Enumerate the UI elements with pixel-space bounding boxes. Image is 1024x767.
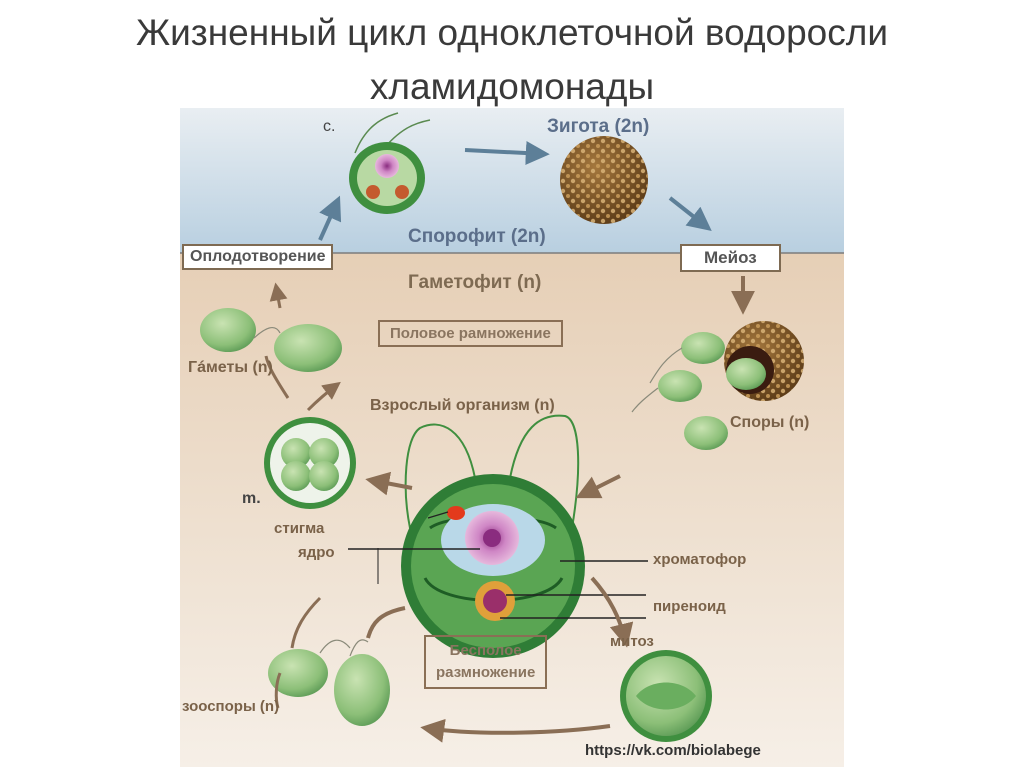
label-nucleus: ядро: [298, 544, 335, 561]
label-stigma: стигма: [274, 520, 324, 537]
mitosis-cell: [620, 650, 712, 742]
label-sexual-reproduction: Половое рамножение: [378, 320, 563, 347]
label-adult-organism: Взрослый организм (n): [370, 397, 555, 415]
life-cycle-diagram: с. Зигота (2n) Спорофит (2n) Оплодотворе…: [180, 108, 844, 767]
slide-title: Жизненный цикл одноклеточной водоросли х…: [0, 6, 1024, 114]
label-c: с.: [323, 118, 335, 136]
asexual-line-2: размножение: [436, 662, 535, 684]
label-gametes: Гáметы (n): [188, 359, 273, 377]
label-fertilization: Оплодотворение: [182, 244, 333, 270]
gametangium-cell: [264, 417, 356, 509]
label-meiosis: Мейоз: [680, 244, 781, 272]
title-line-2: хламидомонады: [0, 60, 1024, 114]
label-spores: Споры (n): [730, 414, 809, 432]
source-url: https://vk.com/biolabege: [585, 742, 761, 759]
title-line-1: Жизненный цикл одноклеточной водоросли: [0, 6, 1024, 60]
label-chromatophore: хроматофор: [653, 551, 746, 568]
label-gametophyte: Гаметофит (n): [408, 272, 541, 294]
label-m: m.: [242, 490, 261, 508]
zygote: [560, 136, 648, 224]
label-pyrenoid: пиреноид: [653, 598, 726, 615]
label-asexual-reproduction: Бесполое размножение: [424, 635, 547, 689]
label-mitosis: митоз: [610, 633, 654, 650]
label-zygote: Зигота (2n): [547, 116, 649, 138]
label-zoospores: зооспоры (n): [182, 698, 279, 715]
label-sporophyte: Спорофит (2n): [408, 226, 546, 248]
asexual-line-1: Бесполое: [436, 640, 535, 662]
